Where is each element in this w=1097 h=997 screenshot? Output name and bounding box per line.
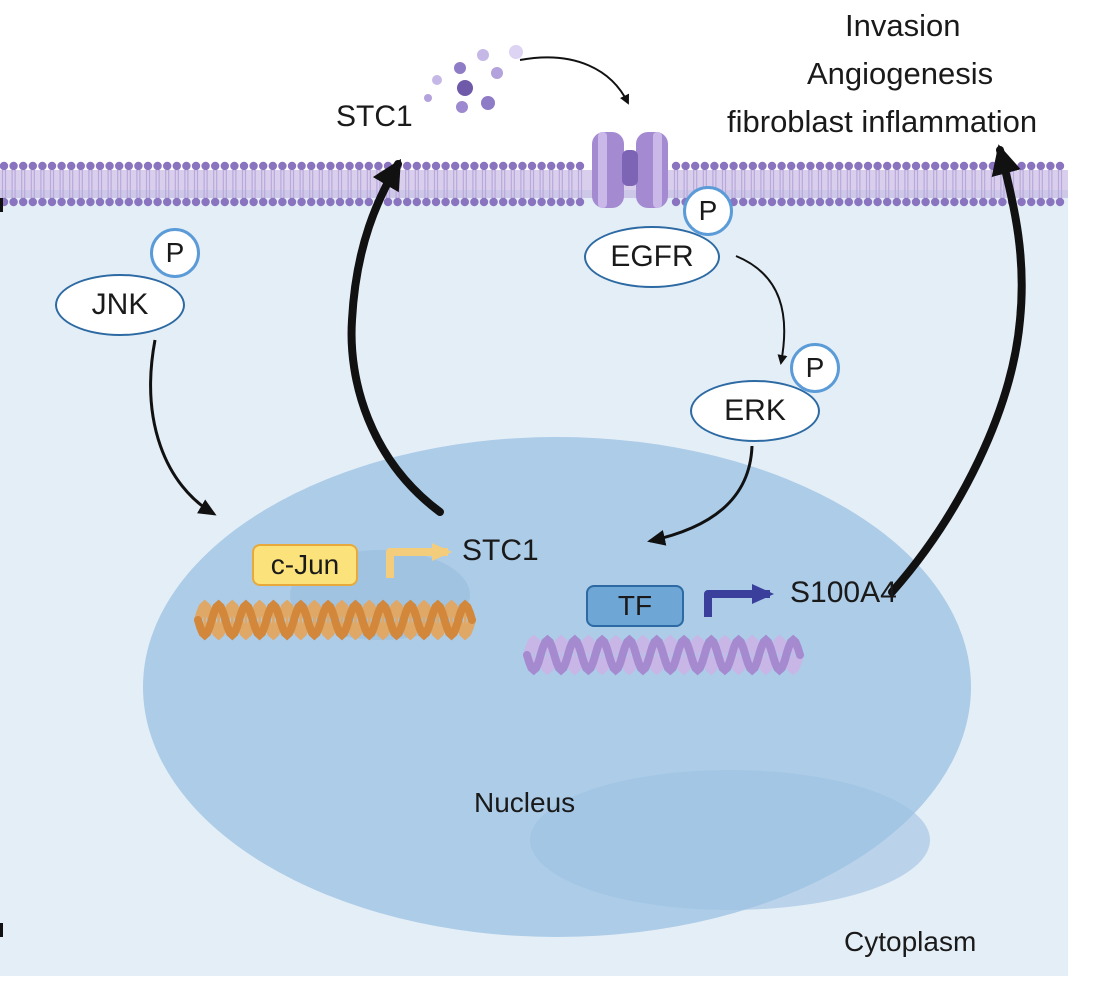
jnk-phospho-marker: P xyxy=(150,228,200,278)
cytoplasm-label: Cytoplasm xyxy=(844,926,977,957)
nucleus-highlight xyxy=(530,770,930,910)
nucleus-label: Nucleus xyxy=(474,787,576,818)
left-edge-tick-top xyxy=(0,198,3,212)
stc1-gene-label: STC1 xyxy=(462,534,539,567)
egfr-to-erk-arrow xyxy=(735,255,788,365)
erk-phospho-marker: P xyxy=(790,343,840,393)
c-jun-factor: c-Jun xyxy=(252,544,358,586)
outcome-fibroblast-inflammation: fibroblast inflammation xyxy=(727,104,1038,139)
egfr-receptor-icon xyxy=(592,132,668,208)
jnk-to-nucleus-arrow xyxy=(149,339,217,516)
egfr-phospho-marker: P xyxy=(683,186,733,236)
outcome-angiogenesis: Angiogenesis xyxy=(807,56,994,91)
stc1-transcription-arrow xyxy=(386,543,452,578)
stc1-ligand-dots xyxy=(424,45,523,113)
jnk-protein: JNK xyxy=(55,274,185,336)
s100a4-gene-label: S100A4 xyxy=(790,576,897,609)
ligand-to-receptor-arrow xyxy=(519,56,630,105)
s100a4-dna-helix xyxy=(523,634,804,676)
tf-factor: TF xyxy=(586,585,684,627)
outcome-invasion: Invasion xyxy=(845,8,961,43)
stc1-secretion-arrow xyxy=(347,158,444,516)
erk-to-tf-arrow xyxy=(647,445,754,546)
stc1-secreted-label: STC1 xyxy=(336,100,413,133)
s100a4-to-outcomes-arrow xyxy=(888,144,1026,596)
left-edge-tick-bottom xyxy=(0,923,3,937)
egfr-protein: EGFR xyxy=(584,226,720,288)
stc1-dna-helix xyxy=(194,599,476,641)
s100a4-transcription-arrow xyxy=(704,584,774,617)
cell-membrane xyxy=(0,161,1068,207)
erk-protein: ERK xyxy=(690,380,820,442)
